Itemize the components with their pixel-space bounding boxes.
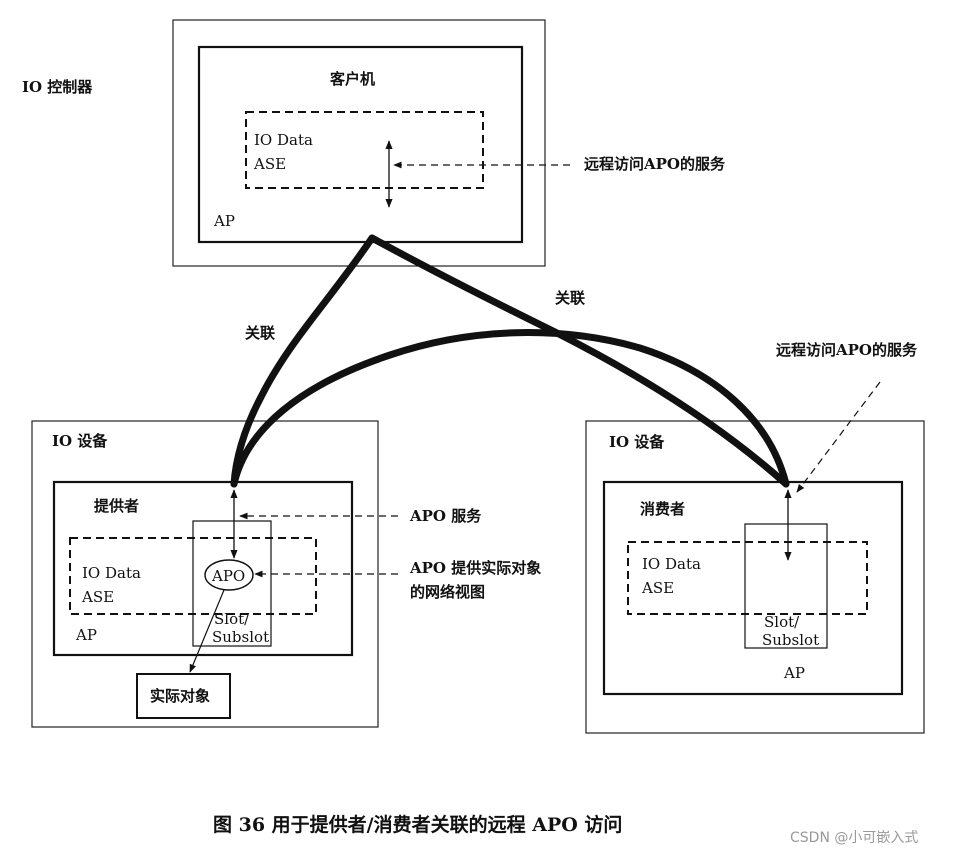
io-controller-box [172, 19, 546, 267]
association-label-right: 关联 [555, 289, 586, 307]
remote-service-label-top: 远程访问APO的服务 [584, 155, 726, 173]
association-label-left: 关联 [245, 324, 276, 342]
consumer-ap-label: AP [783, 664, 805, 682]
real-object-box [136, 673, 231, 719]
association-curve-right [368, 234, 790, 488]
apo-ellipse [204, 559, 254, 591]
watermark: CSDN @小可嵌入式 [790, 830, 918, 846]
consumer-title: 消费者 [640, 500, 685, 518]
io-device-left-title: IO 设备 [52, 432, 108, 450]
consumer-box [602, 480, 904, 696]
provider-io-data: IO Data [82, 564, 141, 582]
consumer-slot-line1: Slot/ [764, 613, 800, 631]
remote-service-label-right: 远程访问APO的服务 [776, 341, 918, 359]
provider-title: 提供者 [94, 497, 139, 515]
consumer-io-data: IO Data [642, 555, 701, 573]
client-title: 客户机 [329, 70, 375, 88]
real-object-label: 实际对象 [150, 687, 210, 705]
consumer-slot-line2: Subslot [762, 631, 819, 649]
association-arc [230, 329, 790, 488]
apo-view-label-line1: APO 提供实际对象 [409, 559, 541, 577]
consumer-ase-box [627, 541, 868, 615]
io-controller-label: IO 控制器 [22, 78, 93, 96]
provider-box [52, 480, 354, 657]
io-device-right-title: IO 设备 [609, 433, 665, 451]
apo-service-label: APO 服务 [409, 507, 482, 525]
controller-ap-label: AP [213, 212, 235, 230]
io-device-left-box [31, 420, 379, 728]
apo-label: APO [211, 567, 245, 585]
apo-to-real-object-arrow [189, 589, 225, 673]
figure-caption: 图 36 用于提供者/消费者关联的远程 APO 访问 [213, 813, 622, 836]
consumer-ase: ASE [641, 579, 674, 597]
provider-ap-label: AP [75, 626, 97, 644]
controller-io-data: IO Data [254, 131, 313, 149]
controller-ase: ASE [253, 155, 286, 173]
controller-ase-box [245, 111, 484, 189]
client-box [197, 45, 524, 244]
provider-slot-line1: Slot/ [214, 610, 250, 628]
io-device-right-box [585, 420, 925, 734]
apo-view-label-line2: 的网络视图 [410, 583, 485, 601]
association-curve-left [230, 234, 376, 488]
provider-ase: ASE [81, 588, 114, 606]
provider-slot-line2: Subslot [212, 628, 269, 646]
remote-service-arrow-right [796, 381, 881, 493]
